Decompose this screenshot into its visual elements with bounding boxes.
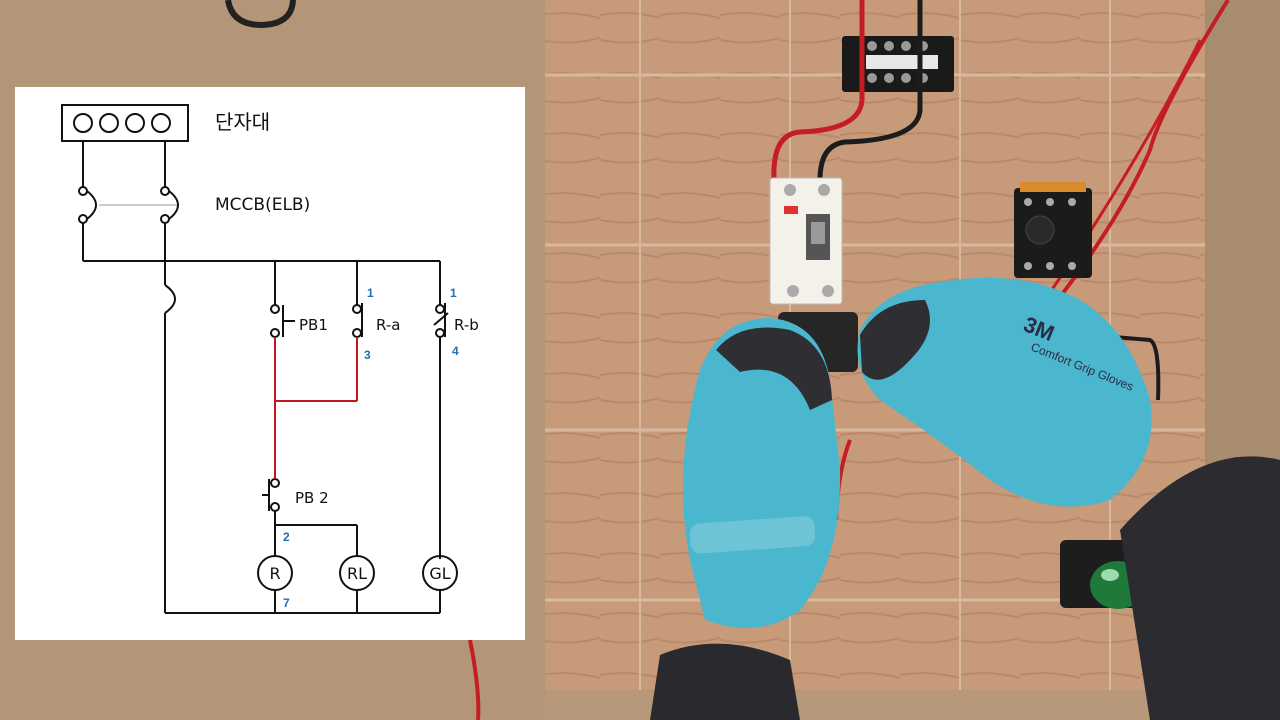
pb2-label: PB 2 <box>295 489 329 507</box>
left-glove-photo <box>682 318 841 628</box>
ladder-diagram-panel: 단자대 MCCB(ELB) PB1 R-a R-b PB 2 R RL GL 1… <box>15 87 525 640</box>
ra-pin-bottom: 3 <box>364 348 371 362</box>
ra-contact-symbol <box>352 303 363 338</box>
rail-arc-symbol <box>164 284 176 314</box>
relay-pin-bottom: 7 <box>283 596 290 610</box>
rb-pin-bottom: 4 <box>452 344 459 358</box>
terminal-block-symbol <box>61 104 189 142</box>
terminal-block-photo <box>842 36 954 92</box>
right-glove-photo: 3M Comfort Grip Gloves <box>857 277 1152 507</box>
rb-contact-symbol <box>433 303 449 338</box>
breaker-photo <box>769 177 843 305</box>
relay-socket-photo <box>1014 182 1092 278</box>
ra-label: R-a <box>376 316 400 334</box>
terminal-block-label: 단자대 <box>215 110 270 134</box>
pb2-symbol <box>262 478 280 512</box>
highlighted-wire <box>274 337 358 479</box>
pb1-label: PB1 <box>299 316 328 334</box>
rb-pin-top: 1 <box>450 286 457 300</box>
breaker-label: MCCB(ELB) <box>215 195 310 215</box>
red-lamp-label: RL <box>347 564 367 583</box>
relay-pin-top: 2 <box>283 530 290 544</box>
green-lamp-label: GL <box>429 564 450 583</box>
mccb-symbol <box>78 186 179 224</box>
ra-pin-top: 1 <box>367 286 374 300</box>
relay-label: R <box>269 564 280 583</box>
ladder-diagram: 단자대 MCCB(ELB) PB1 R-a R-b PB 2 R RL GL 1… <box>61 104 479 614</box>
pb1-symbol <box>270 304 295 338</box>
rb-label: R-b <box>454 316 479 334</box>
